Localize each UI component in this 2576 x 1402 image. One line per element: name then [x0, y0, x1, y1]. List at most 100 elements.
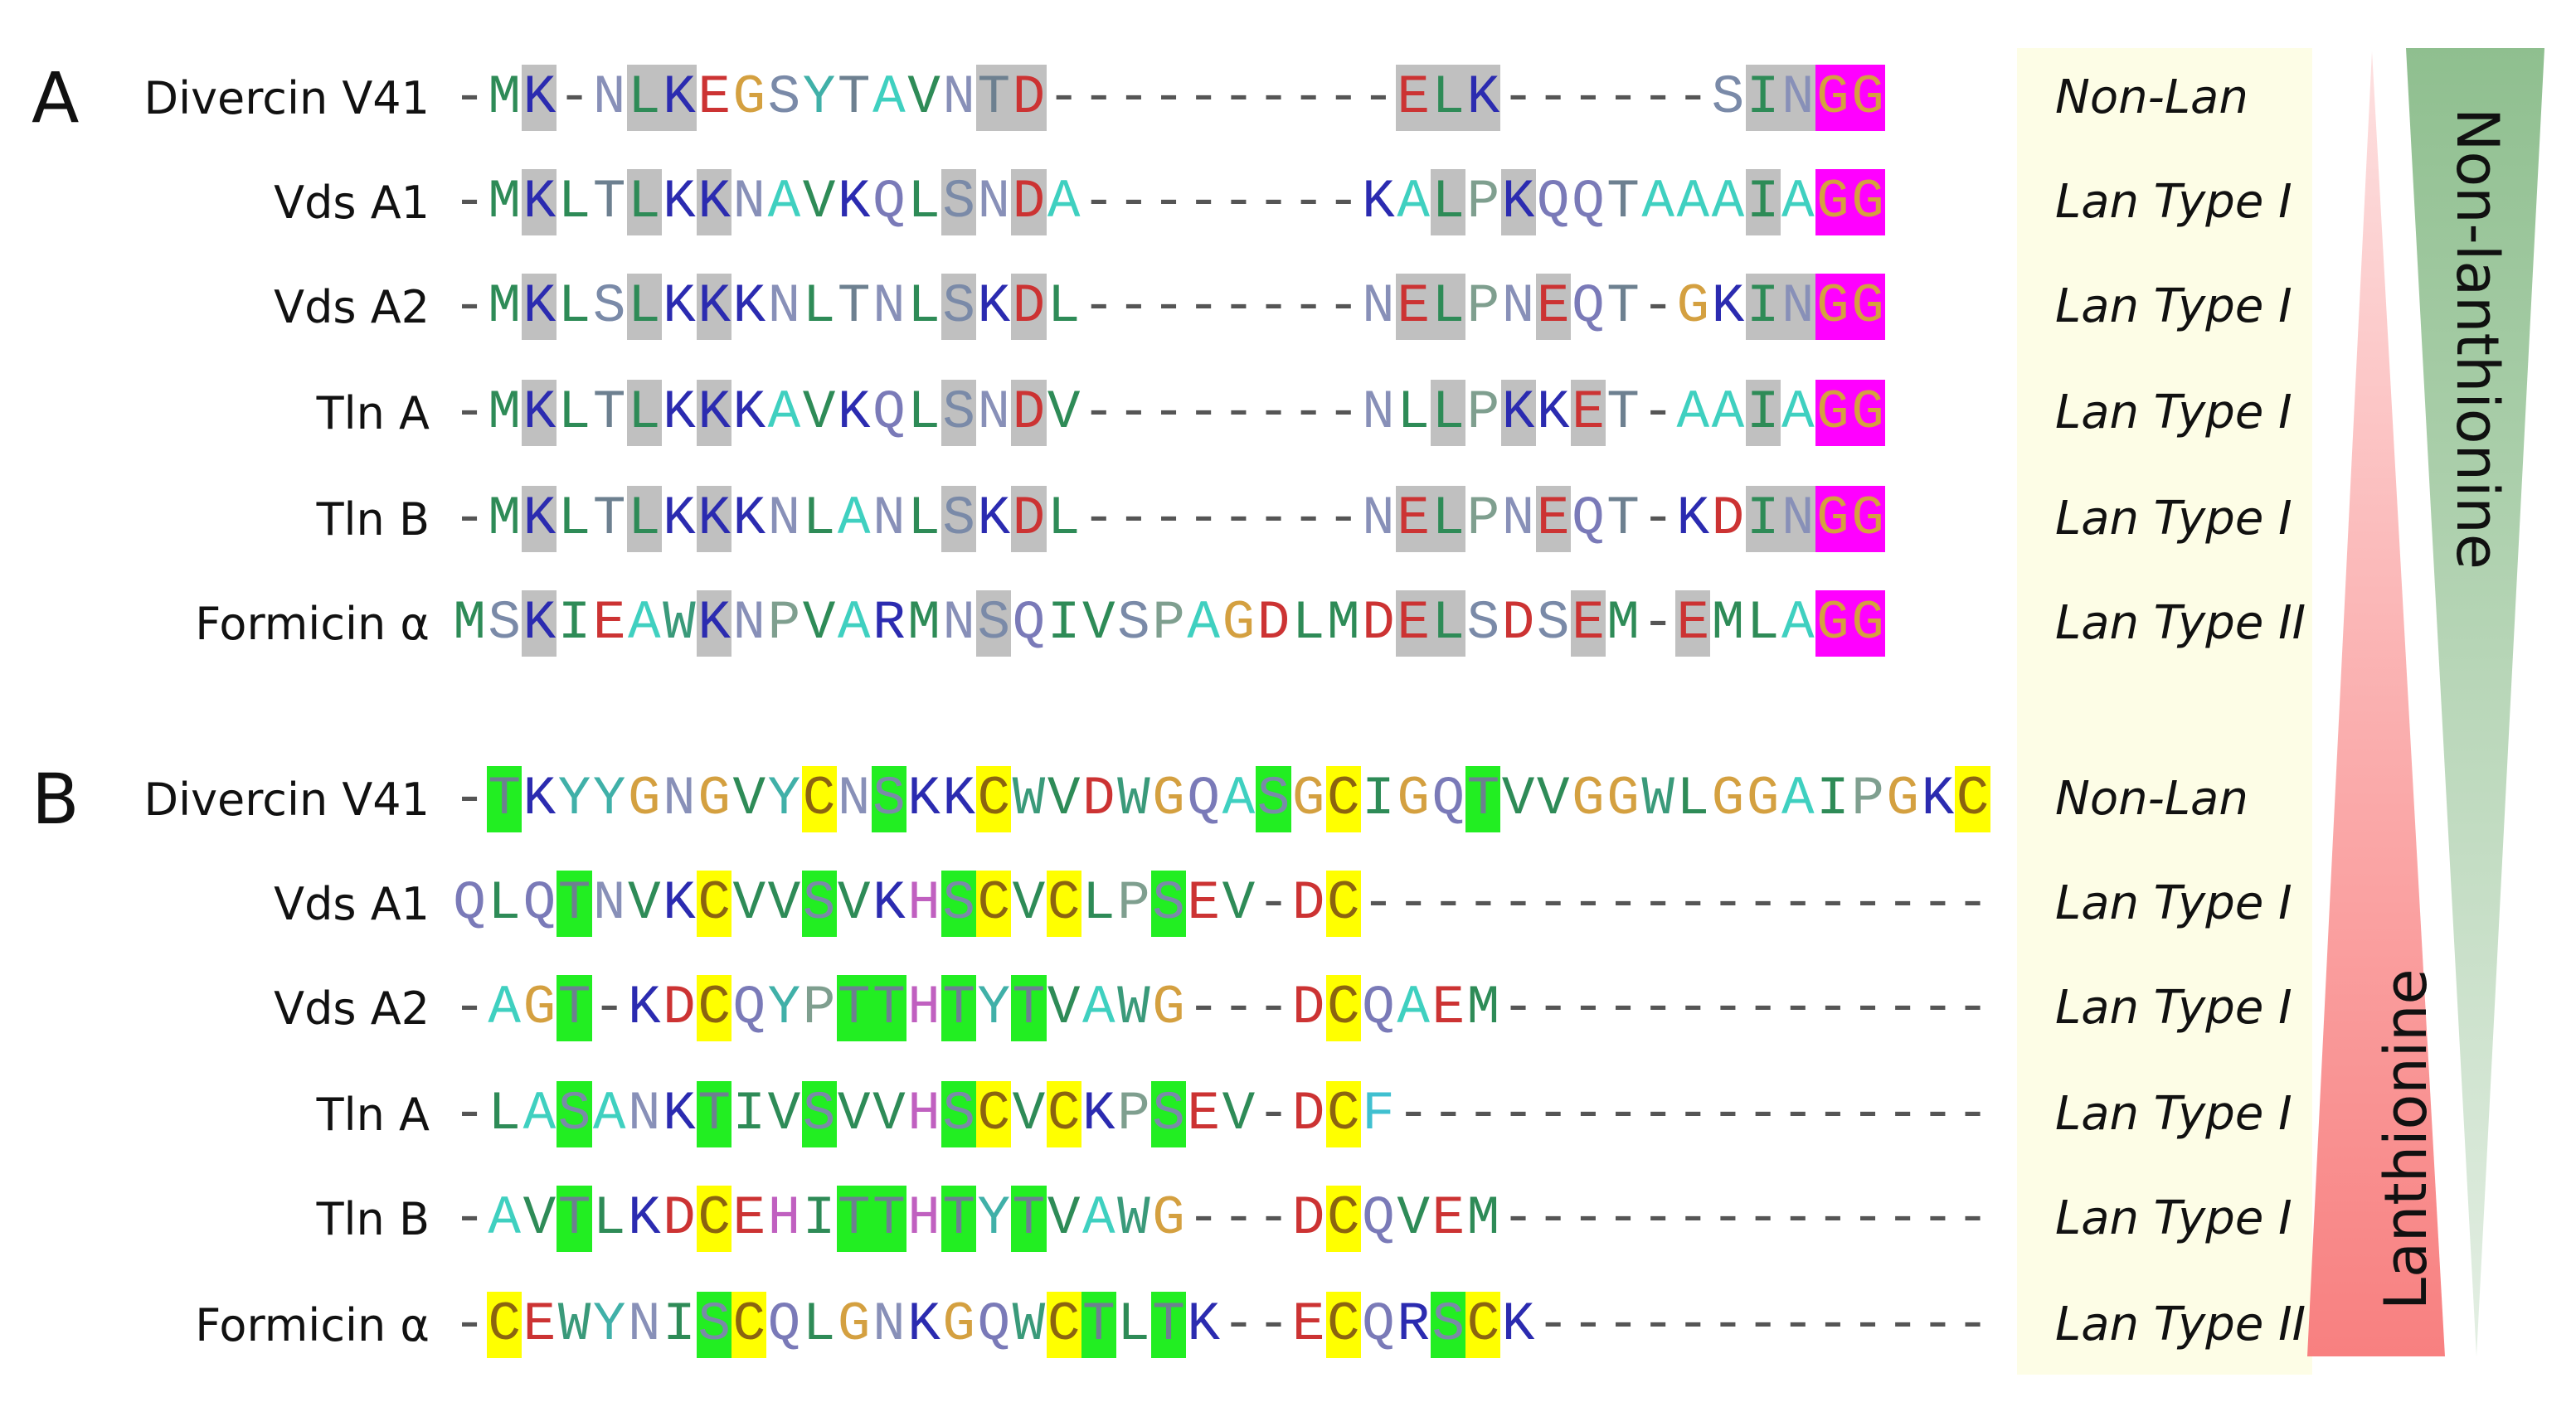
residue: V	[907, 66, 940, 129]
residue: Y	[977, 1187, 1011, 1249]
residue: W	[1117, 768, 1150, 830]
residue: A	[1187, 592, 1221, 654]
type-label: Lan Type I	[2055, 492, 2292, 546]
residue: V	[1047, 768, 1081, 830]
residue: V	[628, 872, 661, 934]
sequence-name: Divercin V41	[143, 774, 430, 826]
residue: L	[1047, 488, 1081, 550]
gap: -	[1676, 1293, 1710, 1356]
residue: A	[767, 171, 801, 233]
residue: T	[1465, 766, 1501, 832]
residue: P	[1851, 768, 1884, 830]
gap: -	[1572, 872, 1605, 934]
residue: A	[767, 381, 801, 444]
residue: G	[1152, 768, 1185, 830]
residue: C	[697, 871, 732, 937]
residue: W	[1117, 1187, 1150, 1249]
residue: L	[907, 275, 940, 337]
residue: E	[1431, 977, 1465, 1039]
residue: K	[697, 380, 732, 446]
gap: -	[1746, 1083, 1780, 1145]
residue: T	[1151, 1292, 1187, 1358]
panel-label-b: B	[32, 759, 80, 840]
residue: T	[592, 171, 626, 233]
gap: -	[1256, 381, 1290, 444]
residue: V	[1012, 872, 1046, 934]
residue: I	[1745, 274, 1781, 340]
residue: L	[1047, 275, 1081, 337]
gap: -	[1222, 275, 1256, 337]
residue: T	[557, 871, 592, 937]
residue: S	[1151, 871, 1187, 937]
residue: D	[1081, 768, 1115, 830]
gap: -	[453, 1293, 486, 1356]
residue: C	[976, 766, 1012, 832]
residue: N	[1501, 488, 1535, 550]
residue: K	[977, 275, 1011, 337]
gap: -	[1256, 977, 1290, 1039]
gap: -	[1397, 1083, 1430, 1145]
residue: K	[907, 768, 940, 830]
residue: A	[1676, 381, 1710, 444]
sequence-name: Vds A2	[274, 281, 430, 333]
residue: T	[1606, 381, 1640, 444]
residue: R	[1397, 1293, 1430, 1356]
residue: M	[488, 488, 522, 550]
gap: -	[1536, 1083, 1570, 1145]
residue: S	[941, 486, 977, 552]
residue: Q	[1572, 275, 1605, 337]
residue: G	[1850, 380, 1886, 446]
gap: -	[1572, 1083, 1605, 1145]
gap: -	[1117, 171, 1150, 233]
residue: C	[731, 1292, 767, 1358]
residue: S	[801, 1081, 837, 1147]
residue: P	[1117, 1083, 1150, 1145]
gap: -	[1572, 977, 1605, 1039]
residue: N	[732, 592, 766, 654]
residue: V	[1047, 1187, 1081, 1249]
gap: -	[1641, 275, 1674, 337]
residue: S	[697, 1292, 732, 1358]
residue: A	[628, 592, 661, 654]
gap: -	[1956, 1083, 1990, 1145]
gap: -	[1152, 488, 1185, 550]
residue: S	[1431, 1292, 1466, 1358]
residue: Y	[802, 66, 836, 129]
residue: T	[1081, 1292, 1116, 1358]
residue: N	[628, 1293, 661, 1356]
residue: Y	[592, 1293, 626, 1356]
residue: D	[663, 1187, 696, 1249]
residue: L	[1431, 380, 1466, 446]
residue: G	[522, 977, 557, 1039]
residue: N	[1501, 275, 1535, 337]
residue: N	[1362, 381, 1395, 444]
residue: Q	[1187, 768, 1221, 830]
gap: -	[1117, 381, 1150, 444]
gap: -	[1536, 1187, 1570, 1249]
gap: -	[1781, 1293, 1815, 1356]
gap: -	[1641, 1293, 1674, 1356]
residue: A	[1711, 171, 1745, 233]
residue: Q	[1536, 171, 1570, 233]
residue: S	[1256, 766, 1291, 832]
residue: K	[1362, 171, 1395, 233]
gap: -	[1501, 872, 1535, 934]
residue: K	[522, 274, 557, 340]
residue: Y	[592, 768, 626, 830]
residue: H	[907, 872, 940, 934]
gap: -	[1676, 66, 1710, 129]
gap: -	[1851, 1187, 1884, 1249]
residue: V	[1047, 381, 1081, 444]
residue: S	[767, 66, 801, 129]
residue: S	[1711, 66, 1745, 129]
residue: N	[872, 275, 906, 337]
gap: -	[1851, 872, 1884, 934]
residue: K	[1711, 275, 1745, 337]
gap: -	[1676, 1187, 1710, 1249]
gap: -	[1781, 1187, 1815, 1249]
gap: -	[1816, 872, 1849, 934]
gap: -	[1291, 488, 1325, 550]
residue: G	[1815, 169, 1850, 235]
residue: D	[1256, 592, 1290, 654]
residue: D	[1291, 872, 1325, 934]
